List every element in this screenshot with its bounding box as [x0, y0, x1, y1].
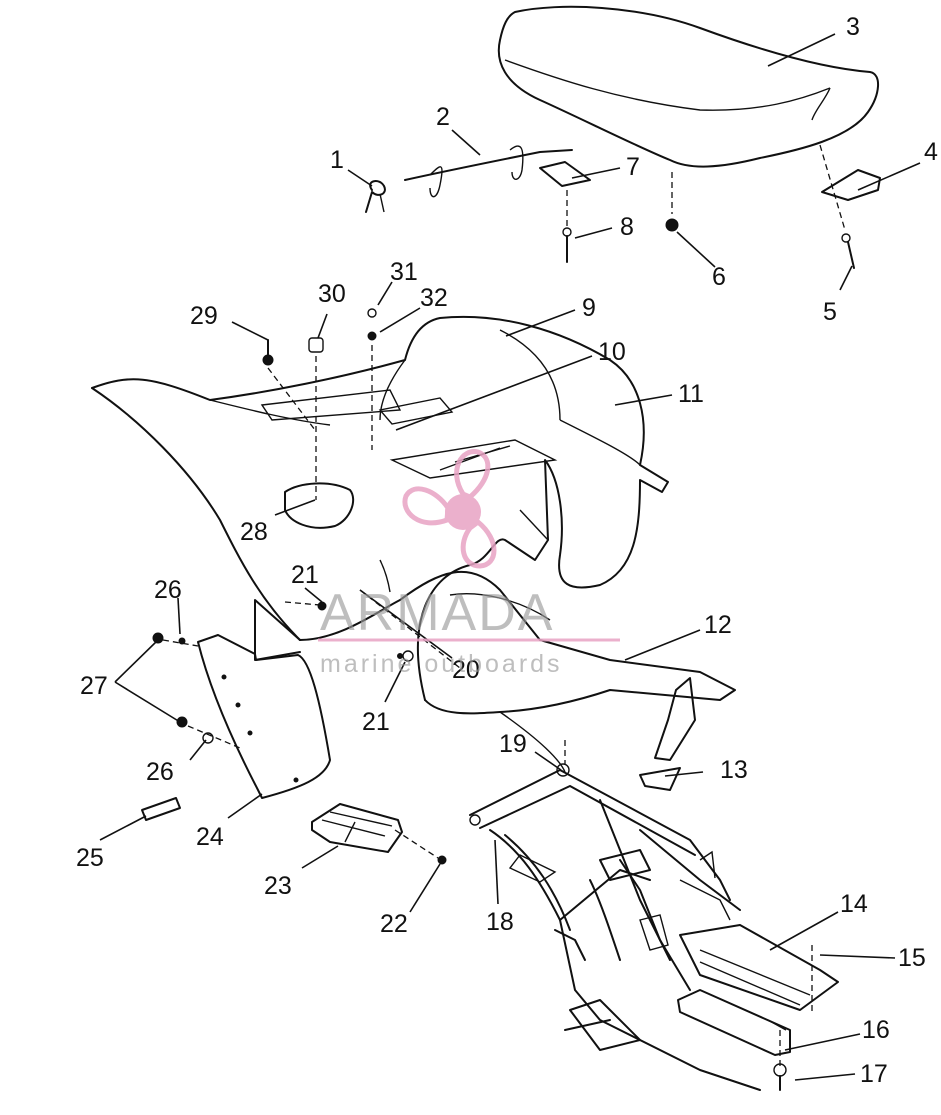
mud-flap	[197, 634, 331, 799]
fastener-17	[773, 1030, 787, 1091]
fastener-21-lower	[397, 650, 414, 662]
leader-lines	[99, 33, 921, 1081]
bracket-13	[639, 767, 681, 791]
callout-31: 31	[390, 258, 418, 286]
fastener-31-32	[367, 308, 377, 450]
callout-4: 4	[924, 138, 938, 166]
callout-32: 32	[420, 284, 448, 312]
frame	[469, 769, 761, 1091]
callout-19: 19	[499, 730, 527, 758]
callout-30: 30	[318, 280, 346, 308]
callout-21-upper: 21	[291, 561, 319, 589]
callout-1: 1	[330, 146, 344, 174]
callout-3: 3	[846, 13, 860, 41]
callout-7: 7	[626, 153, 640, 181]
callout-21-lower: 21	[362, 708, 390, 736]
callout-22: 22	[380, 910, 408, 938]
callout-24: 24	[196, 823, 224, 851]
bracket-4	[821, 169, 881, 201]
callout-29: 29	[190, 302, 218, 330]
callout-8: 8	[620, 213, 634, 241]
callout-15: 15	[898, 944, 926, 972]
callout-6: 6	[712, 263, 726, 291]
bolt-5	[819, 144, 855, 269]
callout-14: 14	[840, 890, 868, 918]
fastener-26-lower	[176, 716, 241, 749]
seat	[497, 5, 879, 168]
callout-27: 27	[80, 672, 108, 700]
callout-23: 23	[264, 872, 292, 900]
callout-25: 25	[76, 844, 104, 872]
callout-17: 17	[860, 1060, 888, 1088]
fastener-30	[308, 337, 324, 500]
bracket-7	[539, 161, 591, 187]
callout-20: 20	[452, 656, 480, 684]
fastener-29	[262, 339, 316, 431]
callout-13: 13	[720, 756, 748, 784]
callout-18: 18	[486, 908, 514, 936]
watermark-brand: ARMADA	[320, 584, 554, 642]
propeller-logo-icon	[402, 449, 497, 569]
fastener-19	[556, 740, 570, 777]
seat-latch-assembly	[365, 145, 573, 213]
watermark: ARMADA marine outboards	[318, 449, 620, 678]
bracket-28	[284, 482, 355, 529]
callout-16: 16	[862, 1016, 890, 1044]
callout-28: 28	[240, 518, 268, 546]
rack-14	[677, 924, 839, 1056]
callout-10: 10	[598, 338, 626, 366]
bolt-22	[394, 829, 447, 865]
callout-11: 11	[678, 380, 704, 408]
callout-2: 2	[436, 103, 450, 131]
footrest-23	[311, 803, 403, 853]
bolt-8	[562, 190, 572, 263]
callout-26-lower: 26	[146, 758, 174, 786]
fastener-26-upper	[152, 632, 199, 647]
callout-9: 9	[582, 294, 596, 322]
callout-26-upper: 26	[154, 576, 182, 604]
callout-12: 12	[704, 611, 732, 639]
callout-5: 5	[823, 298, 837, 326]
mud-flap-holes	[221, 674, 299, 783]
watermark-tagline: marine outboards	[320, 650, 563, 678]
nut-6	[665, 172, 679, 232]
rear-fender	[91, 315, 669, 701]
plate-25	[141, 797, 181, 821]
